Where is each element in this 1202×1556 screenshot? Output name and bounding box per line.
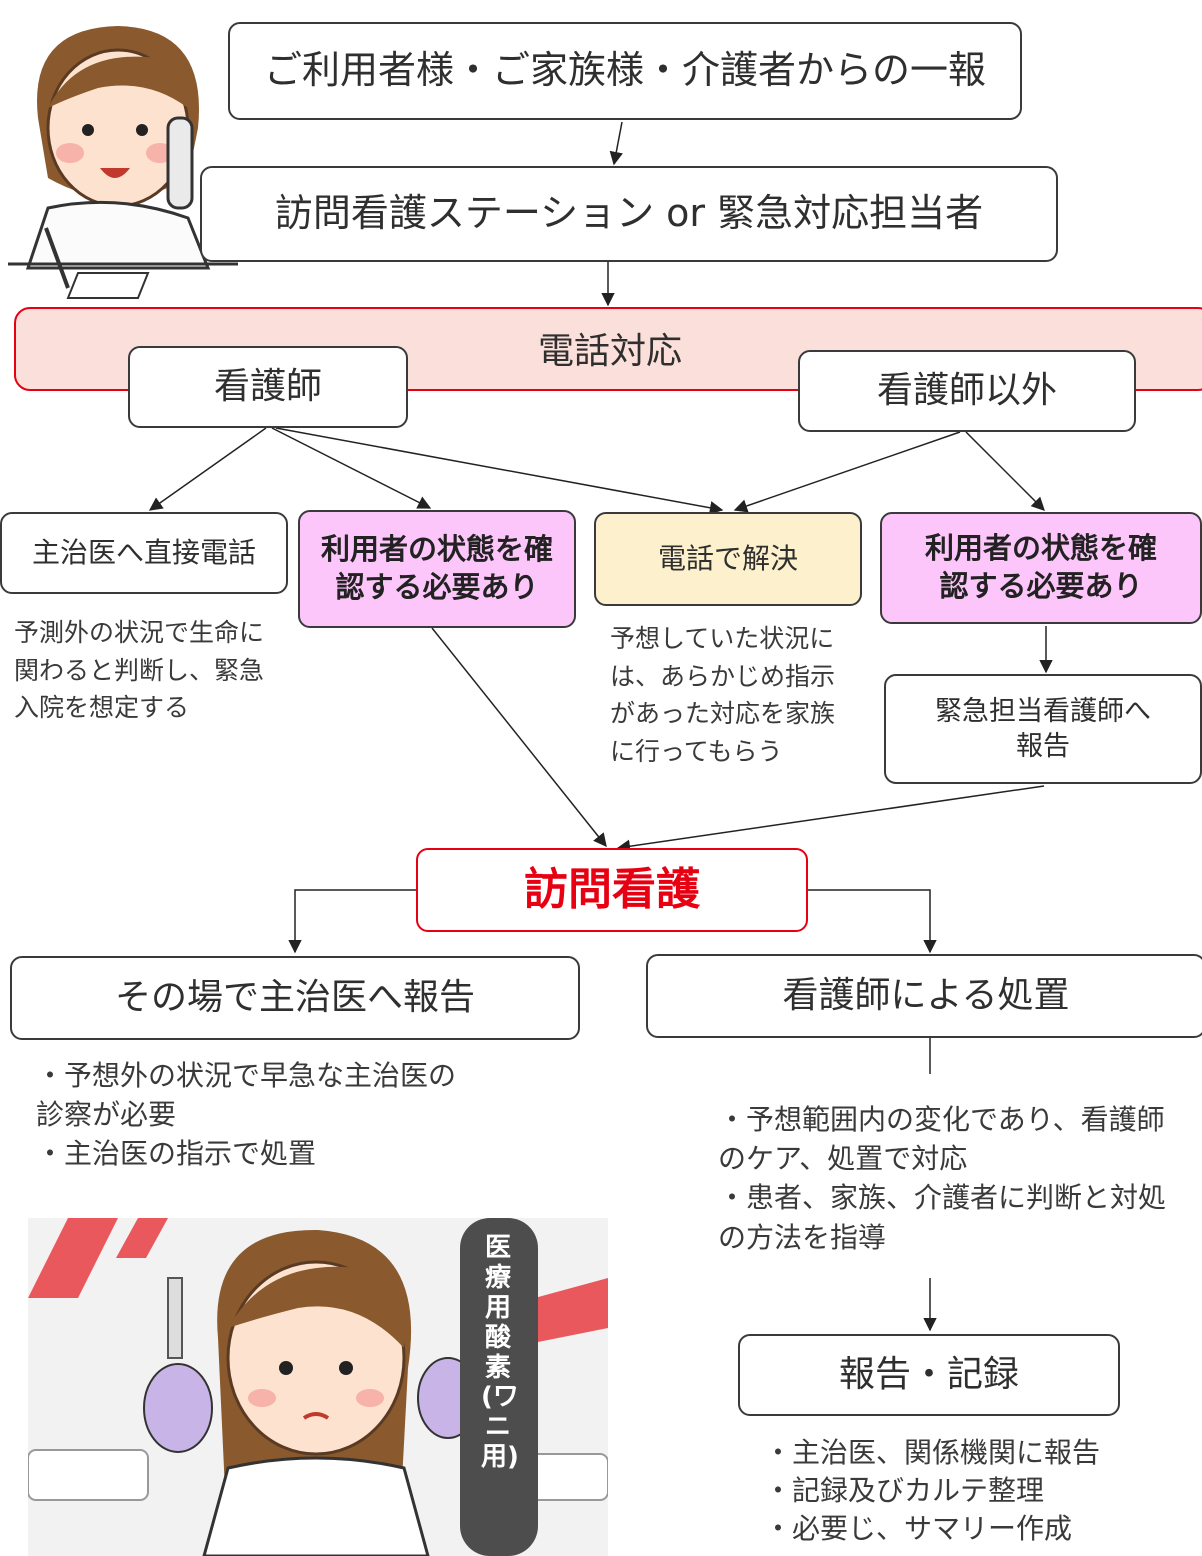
report-record-box: 報告・記録	[738, 1334, 1120, 1416]
report-emergency-nurse-box: 緊急担当看護師へ報告	[884, 674, 1202, 784]
arrow-source-to-station	[609, 121, 623, 166]
phone-resolve-note: 予想していた状況には、あらかじめ指示があった対応を家族に行ってもらう	[610, 624, 836, 766]
direct-call-box: 主治医へ直接電話	[0, 512, 288, 594]
station-box: 訪問看護ステーション or 緊急対応担当者	[200, 166, 1058, 262]
oxygen-cylinder-label: 医療用酸素(ワニ用)	[481, 1233, 519, 1473]
emergency-scene-drawing	[28, 1218, 608, 1556]
need-check-left-box: 利用者の状態を確認する必要あり	[298, 510, 576, 628]
treatment-note-2: ・患者、家族、介護者に判断と対処の方法を指導	[718, 1181, 1167, 1254]
arrow-check-left-to-visit	[431, 627, 607, 848]
phone-resolve-box: 電話で解決	[594, 512, 862, 606]
record-note-3: ・必要じ、サマリー作成	[764, 1512, 1073, 1546]
arrow-visit-to-treatment	[808, 889, 937, 954]
on-site-notes: ・予想外の状況で早急な主治医の診察が必要 ・主治医の指示で処置	[36, 1056, 476, 1174]
emergency-nurse-illustration: 医療用酸素(ワニ用)	[28, 1218, 608, 1556]
record-notes: ・主治医、関係機関に報告 ・記録及びカルテ整理 ・必要じ、サマリー作成	[764, 1434, 1164, 1548]
arrow-visit-to-on-site	[288, 889, 416, 954]
home-visit-box: 訪問看護	[416, 848, 808, 932]
report-on-site-box: その場で主治医へ報告	[10, 956, 580, 1040]
need-check-right-box: 利用者の状態を確認する必要あり	[880, 512, 1202, 624]
direct-call-note: 予測外の状況で生命に関わると判断し、緊急入院を想定する	[14, 618, 265, 722]
record-note-1: ・主治医、関係機関に報告	[764, 1436, 1101, 1469]
treatment-note-1: ・予想範囲内の変化であり、看護師のケア、処置で対応	[718, 1103, 1165, 1176]
arrow-non-nurse-to-resolve	[733, 431, 961, 513]
nurse-box: 看護師	[128, 346, 408, 428]
arrow-nurse-to-resolve	[275, 427, 724, 515]
report-source-box: ご利用者様・ご家族様・介護者からの一報	[228, 22, 1022, 120]
arrow-non-nurse-to-check-right	[965, 431, 1045, 511]
phone-operator-illustration	[8, 26, 238, 299]
treatment-notes: ・予想範囲内の変化であり、看護師のケア、処置で対応 ・患者、家族、介護者に判断と…	[718, 1100, 1168, 1257]
on-site-note-2: ・主治医の指示で処置	[36, 1137, 317, 1171]
nurse-treatment-box: 看護師による処置	[646, 954, 1202, 1038]
on-site-note-1: ・予想外の状況で早急な主治医の診察が必要	[36, 1059, 457, 1132]
non-nurse-box: 看護師以外	[798, 350, 1136, 432]
phone-response-label: 電話対応	[537, 331, 682, 372]
arrow-report-to-visit	[616, 785, 1045, 853]
record-note-2: ・記録及びカルテ整理	[764, 1474, 1045, 1508]
arrow-nurse-to-direct-call	[148, 427, 267, 511]
arrow-nurse-to-check-left	[271, 427, 432, 509]
